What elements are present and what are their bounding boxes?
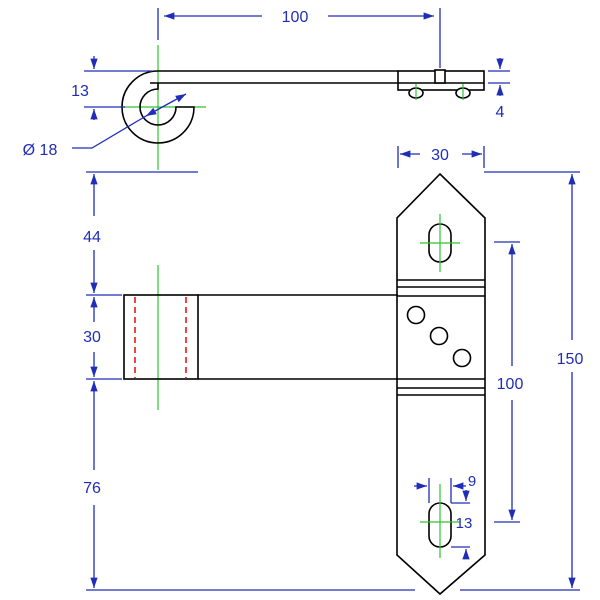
- curled-eye: [121, 70, 195, 144]
- dim-gap-upper: 44: [83, 229, 101, 246]
- dim-total-height: 150: [557, 351, 584, 368]
- rivet: [452, 348, 472, 368]
- dim-slot-width: 9: [468, 473, 476, 490]
- dim-slot-spacing: 100: [497, 376, 524, 393]
- knuckle: [123, 294, 199, 380]
- top-strap: [150, 70, 398, 84]
- front-view: [123, 172, 486, 596]
- front-view-dimensions: 44 30 76 30 150 100 9: [83, 146, 584, 591]
- mounting-plate: [396, 172, 486, 596]
- dim-plate-width: 30: [431, 147, 449, 164]
- dim-ring-offset: 13: [71, 83, 89, 100]
- dim-top-length: 100: [282, 9, 309, 26]
- top-view-dimensions: 100 13 4 Ø 18: [23, 8, 510, 159]
- dim-thickness: 4: [496, 104, 505, 121]
- dim-slot-length: 13: [456, 515, 473, 532]
- top-view: [120, 45, 485, 170]
- top-plate-tab: [434, 69, 446, 84]
- dim-pin-height: 30: [83, 329, 101, 346]
- dim-gap-lower: 76: [83, 480, 101, 497]
- dim-ring-diameter: Ø 18: [23, 142, 58, 159]
- rivet: [429, 326, 449, 346]
- rivet: [406, 305, 426, 325]
